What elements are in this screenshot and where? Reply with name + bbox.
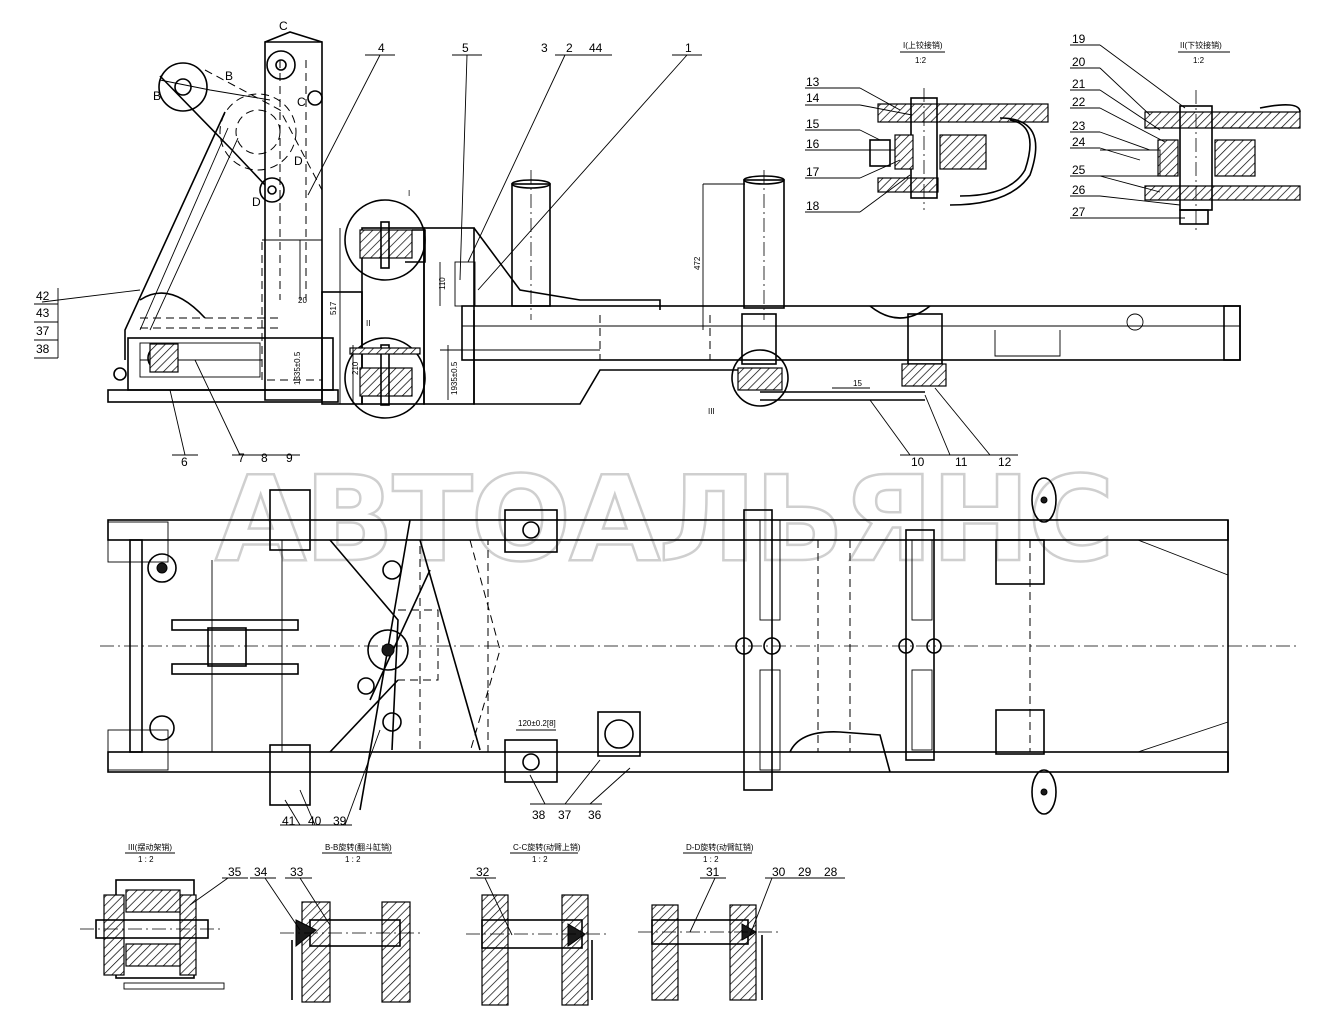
- part-13: 13: [806, 75, 820, 89]
- leaders-details: [805, 44, 1186, 219]
- marker-d-low: D: [252, 195, 261, 209]
- dim-110: 110: [438, 277, 447, 290]
- part-23: 23: [1072, 119, 1086, 133]
- section-cc-scale: 1 : 2: [532, 855, 548, 864]
- part-28: 28: [824, 865, 838, 879]
- part-11: 11: [955, 455, 968, 469]
- section-bb: B-B旋转(翻斗缸销) 1 : 2: [280, 842, 420, 1003]
- part-43: 43: [36, 306, 50, 320]
- section-bb-title: B-B旋转(翻斗缸销): [325, 842, 392, 852]
- part-12: 12: [998, 455, 1012, 469]
- detail-i: I(上铰接销) 1:2: [869, 40, 1049, 210]
- marker-b-right: B: [225, 69, 233, 83]
- marker-i: I: [408, 189, 410, 198]
- part-16: 16: [806, 137, 820, 151]
- part-4: 4: [378, 41, 385, 55]
- part-15: 15: [806, 117, 820, 131]
- detail-iii-title: III(摆动架销): [128, 842, 172, 852]
- part-41: 41: [282, 814, 296, 828]
- part-6: 6: [181, 455, 188, 469]
- section-dd-title: D-D旋转(动臂缸销): [686, 842, 754, 852]
- dim-1935: 1935±0.5: [450, 361, 459, 395]
- part-27: 27: [1072, 205, 1086, 219]
- part-8: 8: [261, 451, 268, 465]
- marker-iii: III: [708, 407, 715, 416]
- part-35: 35: [228, 865, 242, 879]
- part-24: 24: [1072, 135, 1086, 149]
- part-3: 3: [541, 41, 548, 55]
- part-2: 2: [566, 41, 573, 55]
- marker-c-mid: C: [297, 95, 306, 109]
- leaders-plan: [280, 729, 631, 826]
- marker-d-mid: D: [294, 154, 303, 168]
- dim-517: 517: [329, 301, 338, 315]
- watermark: АВТОАЛЬЯНС: [215, 450, 1113, 588]
- part-labels: 1 2 3 44 4 5 42 43 37 38 6 7 8 9 10 11 1…: [34, 32, 1086, 879]
- detail-iii-scale: 1 : 2: [138, 855, 154, 864]
- part-25: 25: [1072, 163, 1086, 177]
- section-dd: D-D旋转(动臂缸销) 1 : 2: [638, 842, 780, 1001]
- detail-ii-title: II(下铰接销): [1180, 40, 1222, 50]
- part-37-plan: 37: [558, 808, 572, 822]
- part-17: 17: [806, 165, 820, 179]
- detail-i-title: I(上铰接销): [903, 40, 943, 50]
- callout-markers: I II III: [366, 189, 715, 416]
- leaders-top: [41, 54, 1018, 456]
- marker-c-top: C: [279, 19, 288, 33]
- part-34: 34: [254, 865, 268, 879]
- part-38-plan: 38: [532, 808, 546, 822]
- part-20: 20: [1072, 55, 1086, 69]
- dim-120: 120±0.2[8]: [518, 719, 556, 728]
- part-21: 21: [1072, 77, 1086, 91]
- leaders-bottom: [189, 877, 845, 936]
- section-bb-scale: 1 : 2: [345, 855, 361, 864]
- dim-1335: 1335±0.5: [293, 351, 302, 385]
- side-view: 472 517 110 20 210 15 1335±0.5 1935±0.5 …: [107, 19, 1241, 419]
- part-36: 36: [588, 808, 602, 822]
- section-cc-title: C-C旋转(动臂上销): [513, 842, 581, 852]
- dim-210: 210: [351, 361, 360, 375]
- detail-ii: II(下铰接销) 1:2: [1100, 40, 1301, 230]
- dim-472: 472: [693, 256, 702, 270]
- part-40: 40: [308, 814, 322, 828]
- part-10: 10: [911, 455, 925, 469]
- part-14: 14: [806, 91, 820, 105]
- part-19: 19: [1072, 32, 1086, 46]
- marker-ii: II: [366, 319, 370, 328]
- part-30: 30: [772, 865, 786, 879]
- section-dd-scale: 1 : 2: [703, 855, 719, 864]
- detail-ii-scale: 1:2: [1193, 56, 1205, 65]
- part-38: 38: [36, 342, 50, 356]
- part-42: 42: [36, 289, 50, 303]
- detail-iii: III(摆动架销) 1 : 2: [80, 842, 225, 990]
- part-9: 9: [286, 451, 293, 465]
- part-26: 26: [1072, 183, 1086, 197]
- section-cc: C-C旋转(动臂上销) 1 : 2: [466, 842, 608, 1006]
- part-31: 31: [706, 865, 720, 879]
- part-32: 32: [476, 865, 490, 879]
- part-18: 18: [806, 199, 820, 213]
- part-1: 1: [685, 41, 692, 55]
- part-37: 37: [36, 324, 50, 338]
- part-29: 29: [798, 865, 812, 879]
- part-5: 5: [462, 41, 469, 55]
- part-44: 44: [589, 41, 603, 55]
- dim-15: 15: [853, 379, 862, 388]
- plan-view: 120±0.2[8]: [100, 477, 1300, 815]
- marker-b-left: B: [153, 89, 161, 103]
- dim-20: 20: [298, 296, 307, 305]
- part-22: 22: [1072, 95, 1086, 109]
- part-39: 39: [333, 814, 347, 828]
- part-33: 33: [290, 865, 304, 879]
- detail-i-scale: 1:2: [915, 56, 927, 65]
- part-7: 7: [238, 451, 245, 465]
